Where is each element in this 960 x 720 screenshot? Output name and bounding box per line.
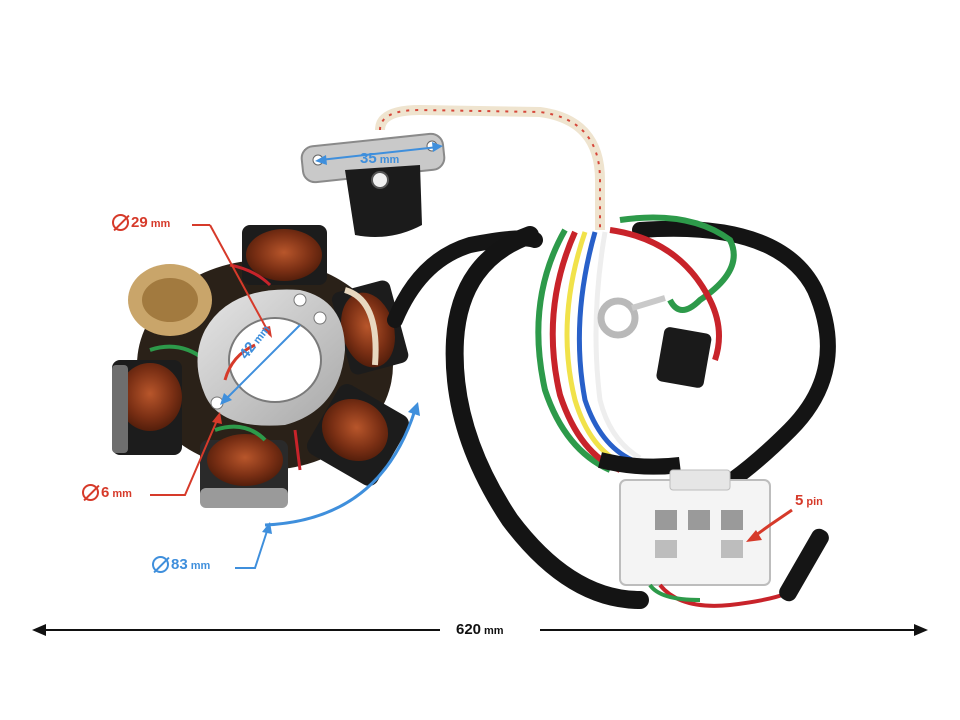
dimension-annotations (32, 142, 928, 636)
five-pin-connector (619, 469, 771, 586)
mounting-hole (293, 293, 307, 307)
single-pin-connector (779, 528, 829, 602)
diameter-icon (152, 556, 169, 573)
wiring-harness (445, 214, 836, 609)
bullet-connector (656, 327, 712, 388)
stator-assembly (112, 225, 543, 508)
ring-terminal (597, 297, 639, 339)
pickup-lead (375, 104, 605, 230)
stator-coil (200, 434, 288, 508)
stator-coil (307, 384, 409, 486)
pickup-sensor (300, 132, 446, 238)
mounting-hole (313, 311, 327, 325)
diameter-icon (82, 484, 99, 501)
stator-coil (112, 360, 182, 455)
stator-coil (242, 225, 327, 285)
stator-coil (331, 280, 409, 375)
stator-bore (228, 317, 322, 403)
diameter-icon (112, 214, 129, 231)
